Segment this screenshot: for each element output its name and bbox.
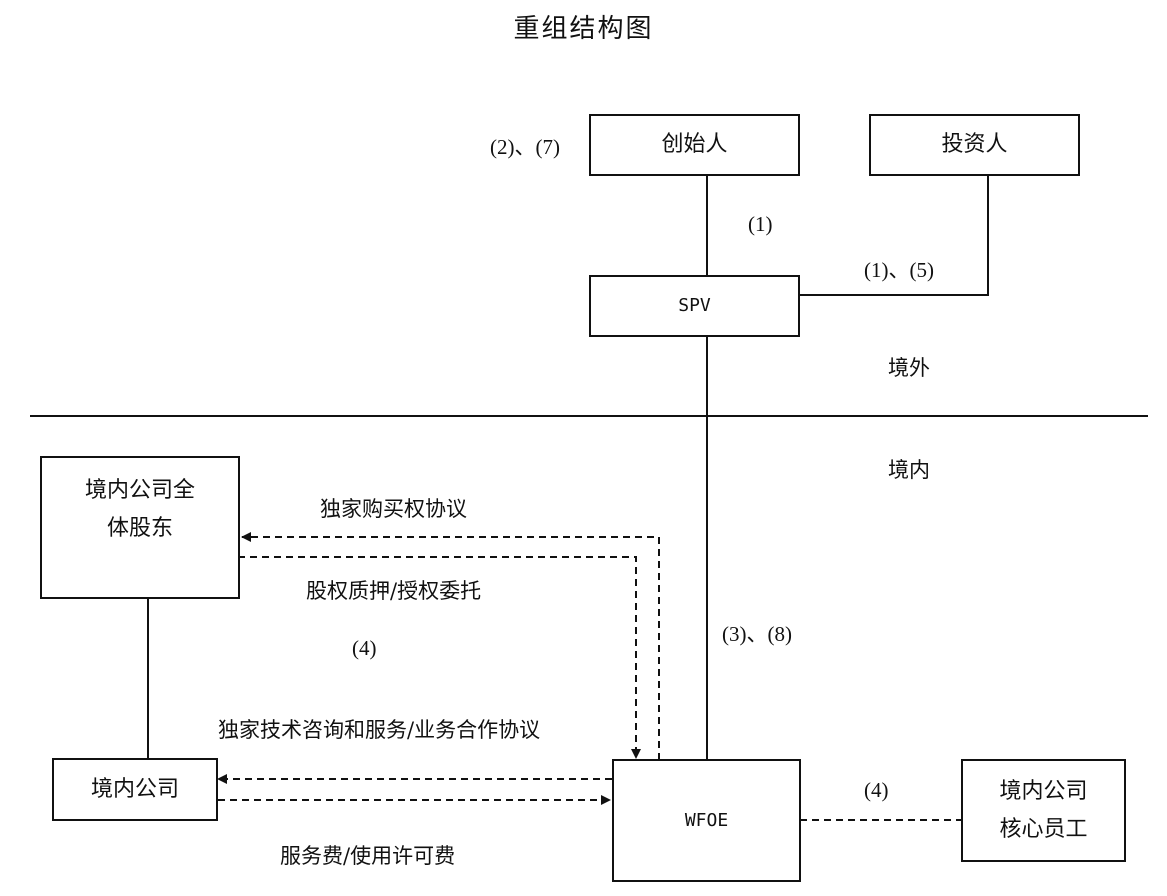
core-staff-box: 境内公司 核心员工 xyxy=(961,759,1126,862)
domestic-company-label: 境内公司 xyxy=(90,776,179,802)
core-staff-label-line1: 境内公司 xyxy=(999,778,1088,804)
wfoe-box: WFOE xyxy=(612,759,801,882)
onshore-region-label: 境内 xyxy=(888,458,930,482)
investor-box: 投资人 xyxy=(869,114,1080,176)
spv-box: SPV xyxy=(589,275,800,337)
offshore-region-label: 境外 xyxy=(888,356,930,380)
wfoe-staff-label: (4) xyxy=(864,778,889,802)
spv-wfoe-label: (3)、(8) xyxy=(722,622,792,646)
shareholders-company-label: (4) xyxy=(352,636,377,660)
shareholders-box: 境内公司全 体股东 xyxy=(40,456,240,599)
domestic-company-box: 境内公司 xyxy=(52,758,218,821)
purchase-option-arrow xyxy=(241,532,660,760)
founder-box: 创始人 xyxy=(589,114,800,176)
purchase-option-label: 独家购买权协议 xyxy=(320,497,467,521)
founder-label: 创始人 xyxy=(661,132,728,157)
investor-label: 投资人 xyxy=(941,132,1008,157)
shareholders-label-line1: 境内公司全 xyxy=(84,478,195,503)
core-staff-label-line2: 核心员工 xyxy=(999,816,1088,842)
wfoe-label: WFOE xyxy=(684,809,729,831)
diagram-title: 重组结构图 xyxy=(513,14,654,44)
investor-spv-line xyxy=(800,174,989,296)
founder-steps-label: (2)、(7) xyxy=(490,135,560,159)
fees-label: 服务费/使用许可费 xyxy=(280,844,456,868)
equity-pledge-label: 股权质押/授权委托 xyxy=(306,579,482,603)
spv-label: SPV xyxy=(678,295,711,316)
service-agreement-label: 独家技术咨询和服务/业务合作协议 xyxy=(218,718,541,742)
investor-spv-label: (1)、(5) xyxy=(864,258,934,282)
equity-pledge-arrow xyxy=(238,556,641,759)
founder-spv-label: (1) xyxy=(748,212,773,236)
shareholders-label-line2: 体股东 xyxy=(106,516,173,541)
